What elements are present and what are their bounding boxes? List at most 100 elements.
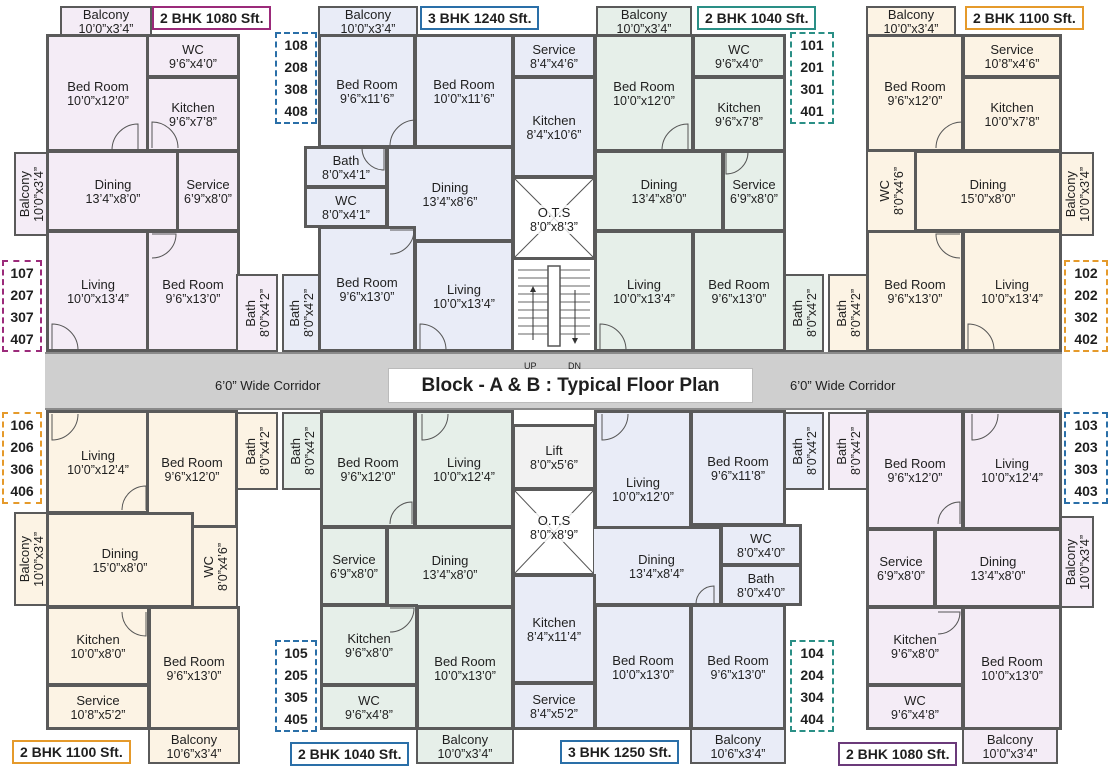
door-swing-icon — [937, 501, 961, 525]
unit-type-tag: 2 BHK 1100 Sft. — [12, 740, 131, 764]
door-swing-icon — [419, 323, 447, 351]
door-swing-icon — [971, 413, 999, 441]
door-swing-icon — [151, 233, 177, 259]
staircase — [512, 258, 596, 352]
door-swing-icon — [935, 121, 963, 149]
unit-type-tag: 2 BHK 1100 Sft. — [965, 6, 1084, 30]
door-swing-icon — [661, 123, 689, 151]
door-swing-icon — [695, 585, 715, 605]
stair-down-label: DN — [568, 361, 581, 371]
door-swing-icon — [121, 485, 147, 511]
door-swing-icon — [361, 147, 385, 171]
door-swing-icon — [599, 323, 627, 351]
door-swing-icon — [151, 121, 179, 149]
plan-title: Block - A & B : Typical Floor Plan — [388, 368, 753, 403]
unit-type-tag: 2 BHK 1080 Sft. — [152, 6, 272, 30]
stair-treads-icon — [518, 265, 590, 347]
door-swing-icon — [967, 323, 995, 351]
door-swing-icon — [937, 611, 961, 635]
door-swing-icon — [421, 413, 449, 441]
door-swing-icon — [121, 611, 147, 637]
door-swing-icon — [389, 229, 415, 255]
door-swing-icon — [601, 413, 629, 441]
unit-type-tag: 3 BHK 1240 Sft. — [420, 6, 540, 30]
door-swing-icon — [51, 323, 79, 351]
door-swing-icon — [389, 607, 415, 633]
door-swing-icon — [389, 501, 413, 525]
door-swing-icon — [111, 123, 139, 151]
